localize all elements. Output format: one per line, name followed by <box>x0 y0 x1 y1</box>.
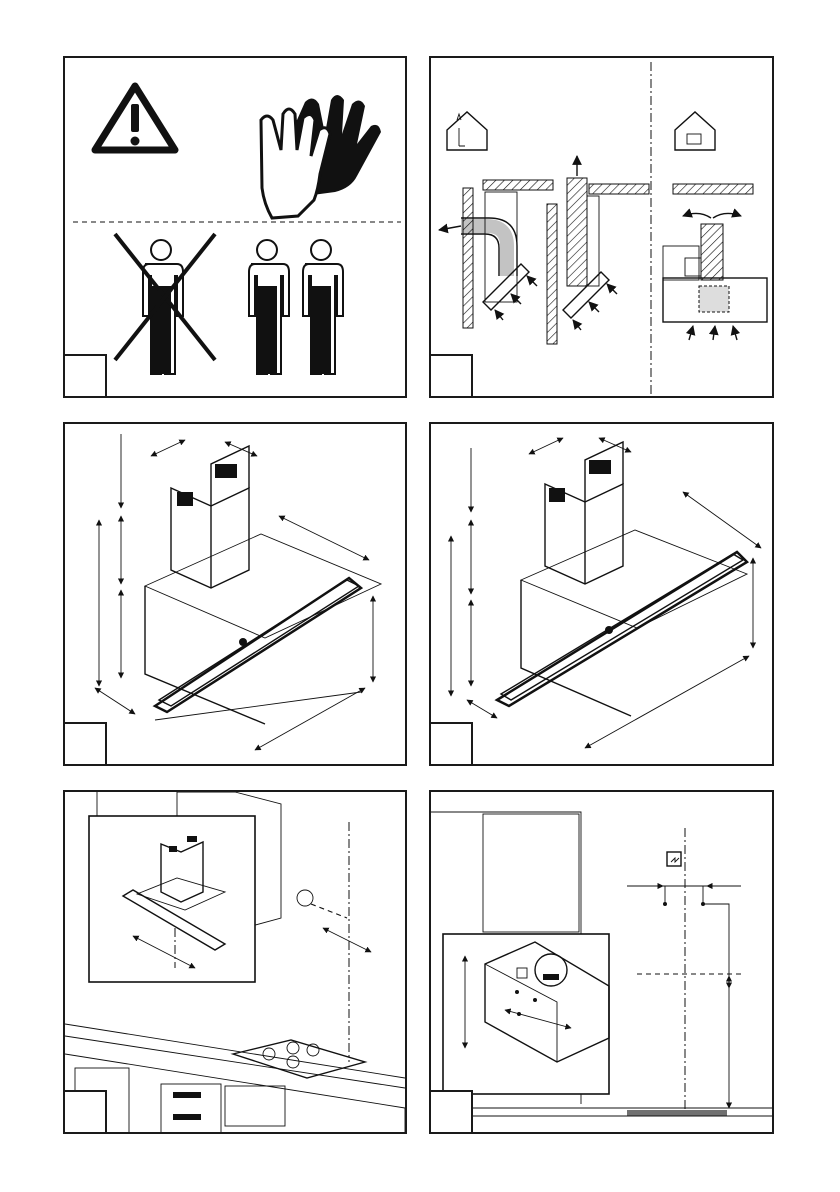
panel-number <box>429 354 473 398</box>
panel-number <box>429 1090 473 1134</box>
extraction-illustration <box>431 58 774 398</box>
panel-extraction-modes <box>429 56 774 398</box>
safety-illustration <box>65 58 407 398</box>
gloves-icon <box>261 95 381 218</box>
two-persons-icon <box>249 240 343 374</box>
panel-dimensions-b <box>429 422 774 766</box>
panel-wall-fixing <box>429 790 774 1134</box>
warning-icon <box>95 86 175 150</box>
panel-number <box>63 722 107 766</box>
panel-number <box>63 1090 107 1134</box>
electric-socket-icon <box>667 852 681 866</box>
single-person-icon <box>143 240 183 374</box>
house-recirculation-icon <box>675 112 715 150</box>
panel-dimensions-a <box>63 422 407 766</box>
dimensions-b-illustration <box>431 424 774 766</box>
panel-safety <box>63 56 407 398</box>
panel-number <box>429 722 473 766</box>
house-ducted-icon <box>447 112 487 150</box>
panel-installation-height <box>63 790 407 1134</box>
dimensions-a-illustration <box>65 424 407 766</box>
installation-height-illustration <box>65 792 407 1134</box>
panel-number <box>63 354 107 398</box>
wall-fixing-illustration <box>431 792 774 1134</box>
